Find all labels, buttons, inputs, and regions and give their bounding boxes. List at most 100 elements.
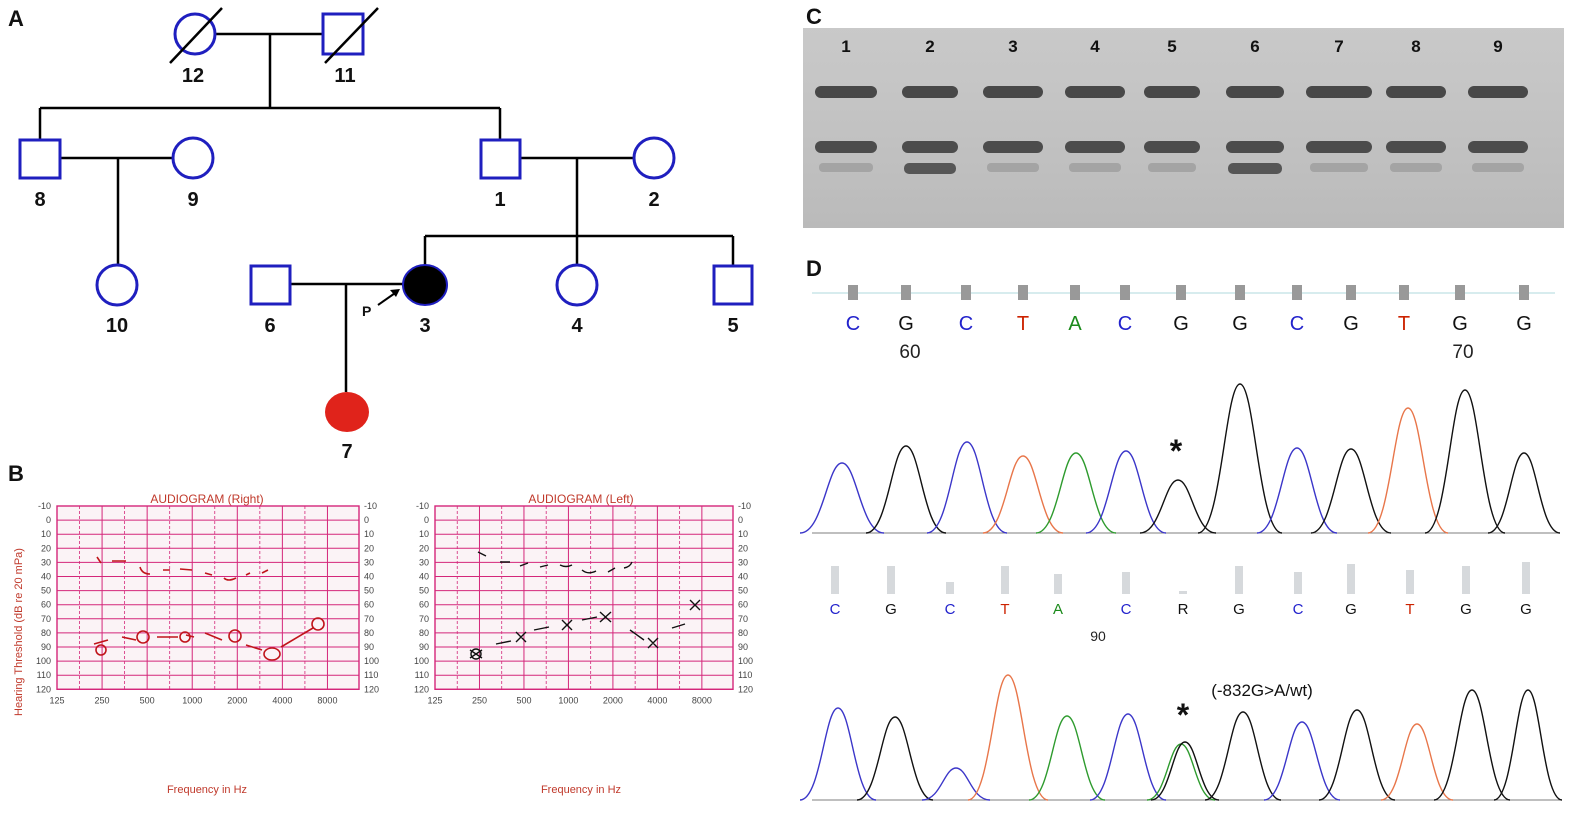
reference-peak	[1424, 389, 1506, 534]
audiogram-left-y-tick-label: 70	[419, 614, 429, 624]
mutation-label: (-832G>A/wt)	[1211, 681, 1313, 700]
quality-bar	[1122, 572, 1130, 594]
audiogram-right-x-tick-label: 500	[140, 695, 155, 705]
quality-bar	[1346, 285, 1356, 300]
quality-bar	[1347, 564, 1355, 594]
audiogram-right-y-tick-label: 30	[364, 557, 374, 567]
deceased-slash-11	[324, 7, 379, 64]
audiogram-left-y-tick-label: 80	[419, 628, 429, 638]
audiogram-right-x-tick-label: 1000	[182, 695, 202, 705]
patient-base: G	[1460, 601, 1472, 618]
gel-band	[1065, 141, 1125, 153]
gel-lane-label: 1	[841, 37, 850, 56]
audiogram-right-y-tick-label: 40	[41, 572, 51, 582]
reference-peak	[982, 455, 1064, 534]
patient-position-label: 90	[1090, 628, 1106, 644]
quality-bar	[1018, 285, 1028, 300]
audiogram-right-y-tick-label: 100	[36, 656, 51, 666]
audiogram-left-y-tick-label: 20	[419, 543, 429, 553]
individual-label: 5	[727, 315, 738, 337]
reference-peak	[799, 462, 885, 534]
individual-label: 11	[334, 65, 355, 87]
audiogram-left-x-tick-label: 2000	[603, 695, 623, 705]
gel-lane-label: 3	[1008, 37, 1017, 56]
individual-label: 8	[34, 189, 45, 211]
patient-base: R	[1178, 601, 1189, 618]
gel-band	[1144, 86, 1200, 98]
patient-base: G	[1233, 601, 1245, 618]
individual-6-symbol	[249, 264, 292, 306]
individual-5-symbol	[712, 264, 754, 306]
audiogram-right-y-tick-label: 10	[364, 529, 374, 539]
quality-bar	[1406, 570, 1414, 594]
gel-lane-label: 5	[1167, 37, 1176, 56]
quality-bar	[1235, 566, 1243, 594]
patient-peak	[799, 707, 877, 801]
audiogram-panel: B AUDIOGRAM (Right) AUDIOGRAM (Left) Hea…	[8, 461, 753, 796]
panel-label-a: A	[8, 6, 24, 31]
quality-bar	[1070, 285, 1080, 300]
individual-label: 4	[571, 315, 583, 337]
reference-chromatogram	[799, 383, 1561, 534]
audiogram-left-frame	[434, 505, 734, 691]
quality-bar	[1176, 285, 1186, 300]
patient-base: C	[1121, 601, 1132, 618]
individual-label: 12	[182, 65, 204, 87]
gel-band	[983, 86, 1043, 98]
reference-base: T	[1398, 313, 1410, 335]
audiogram-left-y-tick-label: 40	[419, 572, 429, 582]
gel-band	[815, 86, 877, 98]
quality-bar	[1522, 562, 1530, 594]
audiogram-left-y-tick-label: 70	[738, 614, 748, 624]
individual-label: 2	[648, 189, 659, 211]
individual-7-symbol	[325, 392, 369, 432]
audiogram-left-y-tick-label: 30	[419, 557, 429, 567]
audiogram-left-y-tick-label: 40	[738, 572, 748, 582]
patient-peak	[856, 716, 934, 801]
gel-band	[902, 141, 958, 153]
patient-asterisk: *	[1177, 697, 1190, 733]
audiogram-left-y-tick-label: 110	[738, 670, 752, 680]
gel-lane-label: 4	[1090, 37, 1100, 56]
reference-base: G	[1516, 313, 1532, 335]
individual-12-symbol	[173, 12, 217, 56]
reference-peak	[926, 441, 1008, 534]
reference-base: C	[1118, 313, 1132, 335]
gel-band	[1226, 141, 1284, 153]
patient-peak	[1146, 743, 1216, 801]
gel-band-faint	[1069, 163, 1121, 172]
reference-peak	[1197, 383, 1283, 534]
audiogram-left-y-tick-label: 50	[738, 586, 748, 596]
panel-label-c: C	[806, 4, 822, 29]
reference-base: C	[846, 313, 860, 335]
patient-chromatogram	[799, 674, 1563, 801]
audiogram-right-y-tick-label: 0	[364, 515, 369, 525]
audiogram-left-y-tick-label: 80	[738, 628, 748, 638]
audiogram-right-y-tick-label: 120	[364, 684, 379, 694]
audiogram-right-y-tick-label: 90	[41, 642, 51, 652]
audiogram-right-y-tick-label: 50	[364, 586, 374, 596]
reference-peak	[1139, 479, 1217, 534]
gel-band	[983, 141, 1043, 153]
audiogram-left-y-tick-label: 10	[419, 529, 429, 539]
audiogram-left-x-tick-label: 500	[516, 695, 531, 705]
reference-peak	[1035, 452, 1117, 534]
gel-band	[815, 141, 877, 153]
audiogram-left-y-tick-label: 120	[414, 684, 429, 694]
audiogram-right-y-tick-label: 60	[41, 600, 51, 610]
audiogram-left-x-tick-label: 250	[472, 695, 487, 705]
patient-base: C	[1293, 601, 1304, 618]
patient-base: G	[1520, 601, 1532, 618]
individual-label: 7	[341, 441, 352, 463]
audiogram-right-y-tick-label: 0	[46, 515, 51, 525]
individual-10-symbol	[95, 263, 139, 307]
quality-bar	[1519, 285, 1529, 300]
patient-peak	[1089, 713, 1167, 801]
audiogram-right-y-tick-label: -10	[364, 501, 377, 511]
gel-band-faint	[819, 163, 873, 172]
reference-peak	[1256, 447, 1338, 534]
gel-band-faint	[1148, 163, 1196, 172]
audiogram-right-x-tick-label: 4000	[272, 695, 292, 705]
